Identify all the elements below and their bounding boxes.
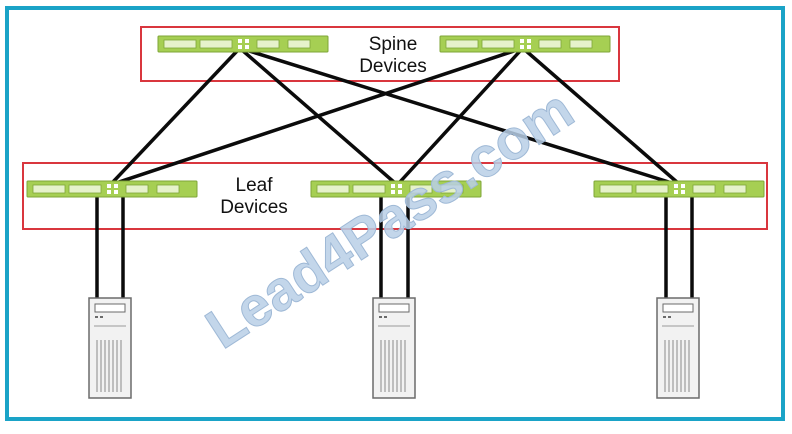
server-2-icon (372, 297, 416, 399)
leaf-switch-3-icon (593, 180, 765, 198)
spine-group-box (140, 26, 620, 82)
spine-devices-label: Spine Devices (348, 34, 438, 78)
leaf-switch-1-icon (26, 180, 198, 198)
leaf-label-line1: Leaf (235, 175, 273, 196)
spine-switch-1-icon (157, 35, 329, 53)
link-spine2-leaf1 (114, 48, 519, 185)
leaf-label-line2: Devices (220, 197, 288, 218)
spine-switch-2-icon (439, 35, 611, 53)
leaf-devices-label: Leaf Devices (209, 175, 299, 219)
server-3-icon (656, 297, 700, 399)
leaf-group-box (22, 162, 768, 230)
spine-label-line2: Devices (359, 56, 427, 77)
link-spine2-leaf3 (523, 48, 680, 185)
link-spine2-leaf2 (397, 48, 523, 185)
leaf-switch-2-icon (310, 180, 482, 198)
leaf-server-links (95, 196, 694, 304)
spine-leaf-links (110, 48, 680, 185)
server-1-icon (88, 297, 132, 399)
link-spine1-leaf1 (110, 48, 240, 185)
spine-label-line1: Spine (368, 34, 418, 55)
